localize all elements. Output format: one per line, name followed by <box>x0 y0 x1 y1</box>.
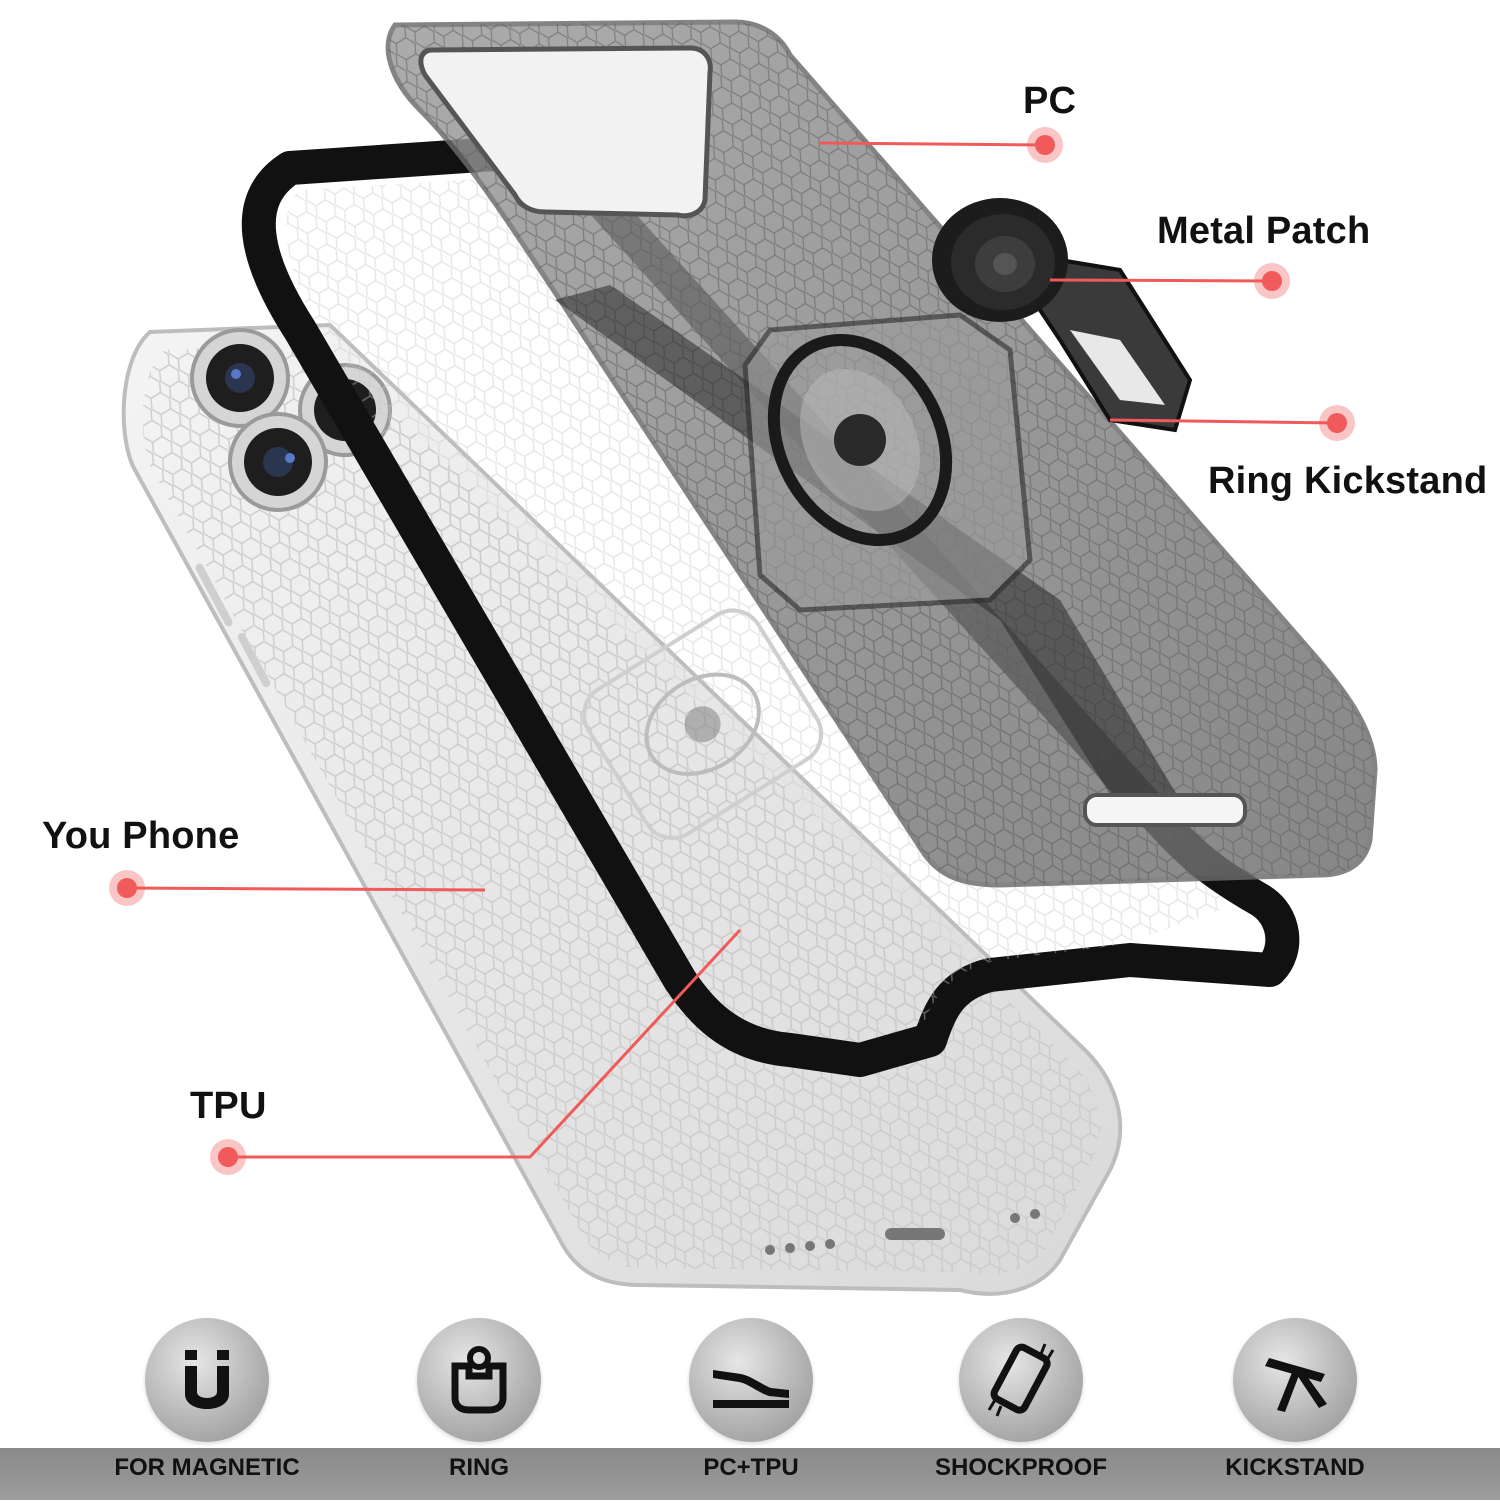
ring-kickstand <box>742 312 1033 613</box>
feature-label: RING <box>449 1454 509 1481</box>
callout-metal-patch: Metal Patch <box>1157 210 1371 252</box>
callout-lines <box>126 141 1338 1159</box>
feature-label: PC+TPU <box>703 1454 799 1481</box>
feature-label: KICKSTAND <box>1225 1454 1365 1481</box>
feature-label: FOR MAGNETIC <box>114 1454 300 1481</box>
callout-ring-kickstand: Ring Kickstand <box>1208 460 1488 502</box>
shockproof-phone-icon <box>959 1318 1083 1442</box>
magnet-icon <box>145 1318 269 1442</box>
ring-icon <box>417 1318 541 1442</box>
callout-dots <box>109 127 1355 1175</box>
kickstand-icon <box>1233 1318 1357 1442</box>
feature-bar <box>0 1448 1500 1500</box>
metal-patch <box>932 198 1193 433</box>
feature-label: SHOCKPROOF <box>934 1454 1107 1481</box>
inner-ring-plate <box>582 608 824 840</box>
callout-tpu: TPU <box>190 1085 267 1127</box>
callout-pc: PC <box>1023 80 1077 122</box>
callout-you-phone: You Phone <box>42 815 240 857</box>
layers-icon <box>689 1318 813 1442</box>
pc-back-shell <box>385 19 1378 888</box>
